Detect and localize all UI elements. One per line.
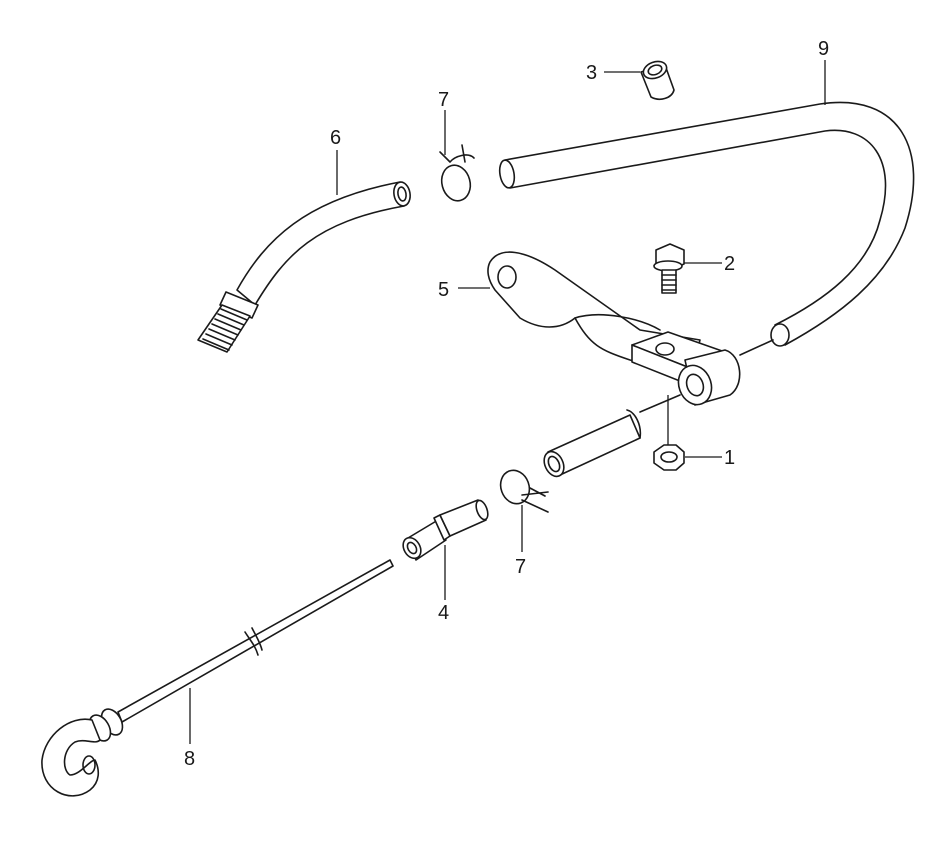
part-6-threaded-tube [197,181,411,353]
callout-8: 8 [184,748,195,770]
part-7-clip-top [439,144,475,202]
part-8-dipstick [41,559,394,797]
part-3-sleeve [640,60,675,100]
part-9-tube [498,101,915,356]
sleeve-tube [543,394,681,478]
callout-2: 2 [724,253,735,275]
callout-4: 4 [438,602,449,624]
callouts: 1 2 3 4 5 6 7 7 8 9 [184,38,829,770]
part-2-bolt [653,243,685,294]
callout-3: 3 [586,62,597,84]
leader-lines [189,60,826,744]
callout-5: 5 [438,279,449,301]
part-7-clip-bottom [499,469,549,513]
callout-6: 6 [330,127,341,149]
part-5-bracket [487,251,741,406]
callout-9: 9 [818,38,829,60]
part-4-connector [402,499,489,561]
callout-7-bottom: 7 [515,556,526,578]
callout-1: 1 [724,447,735,469]
part-1-nut [653,395,685,471]
callout-7-top: 7 [438,89,449,111]
